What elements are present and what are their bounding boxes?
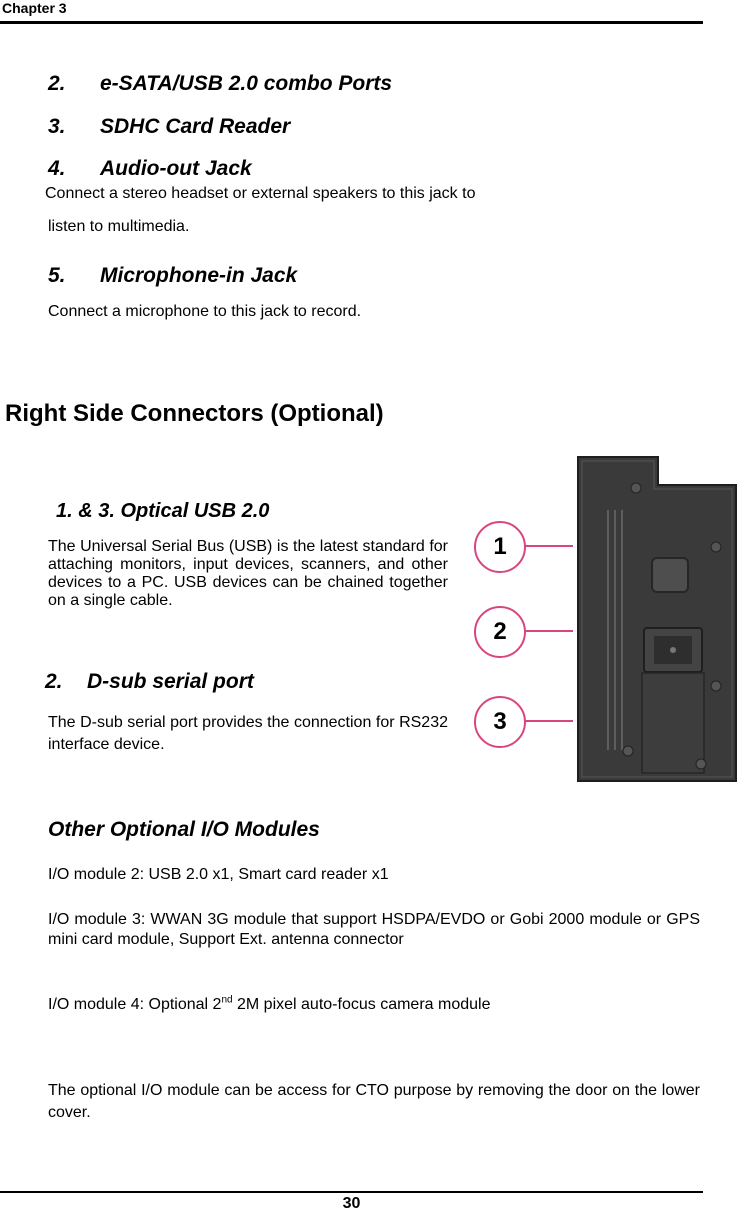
heading-optional-io-modules: Other Optional I/O Modules [48, 818, 320, 841]
io-module-4: I/O module 4: Optional 2nd 2M pixel auto… [48, 994, 491, 1014]
heading-number: 2. [48, 72, 66, 95]
io-module-4-text: I/O module 4: Optional 2 [48, 996, 222, 1013]
io-module-2: I/O module 2: USB 2.0 x1, Smart card rea… [48, 866, 389, 883]
io-module-4-text-end: 2M pixel auto-focus camera module [232, 996, 491, 1013]
usb-description: The Universal Serial Bus (USB) is the la… [48, 538, 448, 609]
device-right-side-image: 1 2 3 [458, 455, 739, 785]
heading-number: 2. [45, 670, 63, 693]
page-number: 30 [342, 1195, 361, 1212]
io-module-4-superscript: nd [221, 994, 233, 1006]
audio-out-desc-line2: listen to multimedia. [48, 218, 190, 235]
microphone-in-desc: Connect a microphone to this jack to rec… [48, 303, 362, 320]
heading-audio-out: 4. Audio-out Jack [48, 157, 252, 181]
callout-1: 1 [474, 521, 526, 573]
heading-text: Audio-out Jack [100, 157, 252, 180]
callout-2: 2 [474, 606, 526, 658]
heading-text: D-sub serial port [87, 670, 254, 693]
heading-text: SDHC Card Reader [100, 115, 291, 138]
section-title-right-side: Right Side Connectors (Optional) [5, 400, 384, 427]
heading-text: Microphone-in Jack [100, 264, 298, 287]
io-module-3: I/O module 3: WWAN 3G module that suppor… [48, 911, 700, 948]
header-rule [0, 21, 703, 24]
heading-esata-usb: 2. e-SATA/USB 2.0 combo Ports [48, 72, 392, 96]
dsub-description: The D-sub serial port provides the conne… [48, 714, 448, 753]
heading-number: 4. [48, 157, 66, 180]
chapter-header: Chapter 3 [2, 0, 67, 16]
footer-rule [0, 1191, 703, 1193]
heading-sdhc-reader: 3. SDHC Card Reader [48, 115, 290, 139]
heading-microphone-in: 5. Microphone-in Jack [48, 264, 297, 288]
io-module-note: The optional I/O module can be access fo… [48, 1082, 700, 1121]
heading-text: e-SATA/USB 2.0 combo Ports [100, 72, 393, 95]
audio-out-desc-line1: Connect a stereo headset or external spe… [45, 185, 476, 202]
callout-3: 3 [474, 696, 526, 748]
heading-dsub-serial: 2. D-sub serial port [45, 670, 254, 694]
heading-number: 3. [48, 115, 66, 138]
heading-optical-usb: 1. & 3. Optical USB 2.0 [56, 500, 270, 522]
heading-number: 5. [48, 264, 66, 287]
